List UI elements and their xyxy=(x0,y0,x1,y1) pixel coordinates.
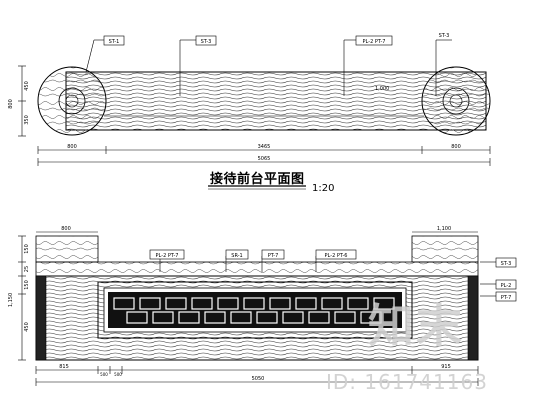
elevation-view: 800 1,100 xyxy=(8,226,517,386)
elev-dim-left-3: 150 xyxy=(24,280,30,290)
plan-view: ST-1 ST-3 PL-2 PT-7 ST-3 1,000 800 450 3… xyxy=(8,33,491,190)
plan-dim-total: 5065 xyxy=(258,156,271,162)
elev-tag-5: ST-3 xyxy=(501,261,512,267)
plan-dim-bottom-3: 800 xyxy=(451,144,461,150)
elev-panel-frame xyxy=(97,281,413,339)
plan-right-round-end xyxy=(421,66,491,136)
watermark-id: ID: 161741163 xyxy=(326,370,488,394)
elev-dim-bottom-3: 500 xyxy=(114,372,122,377)
elev-dim-left-2: 25 xyxy=(24,266,30,272)
plan-tag-2: ST-3 xyxy=(201,39,212,45)
plan-dim-bottom-2: 3465 xyxy=(258,144,271,150)
watermark-logo: 知末 xyxy=(368,299,464,353)
elev-dim-bottom-1: 815 xyxy=(59,364,69,370)
plan-dim-left-1: 800 xyxy=(8,99,14,109)
plan-tag-4: ST-3 xyxy=(439,33,450,39)
plan-dim-left-2: 450 xyxy=(24,81,30,91)
elev-dim-left-5: 1,150 xyxy=(8,293,14,307)
elev-tag-4: PL-2 PT-6 xyxy=(325,253,348,259)
plan-tag-1: ST-1 xyxy=(109,39,120,45)
elev-dim-top-1: 800 xyxy=(61,226,71,232)
elev-dim-bottom-2: 500 xyxy=(100,372,108,377)
plan-counter xyxy=(65,71,487,131)
elev-lattice-motif xyxy=(108,292,402,328)
plan-dim-left-3: 350 xyxy=(24,115,30,125)
plan-scale: 1:20 xyxy=(312,183,335,194)
elev-dim-left-1: 150 xyxy=(24,244,30,254)
elev-tag-1: PL-2 PT-7 xyxy=(156,253,179,259)
elev-dim-total: 5050 xyxy=(252,376,265,382)
elev-tag-7: PT-7 xyxy=(501,295,512,301)
plan-title: 接待前台平面图 xyxy=(210,172,305,187)
elev-tag-2: SR-1 xyxy=(231,253,242,259)
elev-left-dark-edge xyxy=(35,275,47,361)
plan-dim-bottom-1: 800 xyxy=(67,144,77,150)
elev-countertop xyxy=(35,261,479,277)
elev-left-post-cap xyxy=(35,235,99,263)
elev-dim-top-2: 1,100 xyxy=(437,226,451,232)
elev-right-dark-edge xyxy=(467,275,479,361)
elev-dim-left-4: 450 xyxy=(24,322,30,332)
elev-tag-3: PT-7 xyxy=(268,253,279,259)
elev-dim-bottom-4: 915 xyxy=(441,364,451,370)
elev-right-post-cap xyxy=(411,235,479,263)
plan-mid-label: 1,000 xyxy=(375,86,389,92)
elev-tag-6: PL-2 xyxy=(501,283,512,289)
plan-tag-3: PL-2 PT-7 xyxy=(363,39,386,45)
plan-left-round-end xyxy=(37,66,107,136)
